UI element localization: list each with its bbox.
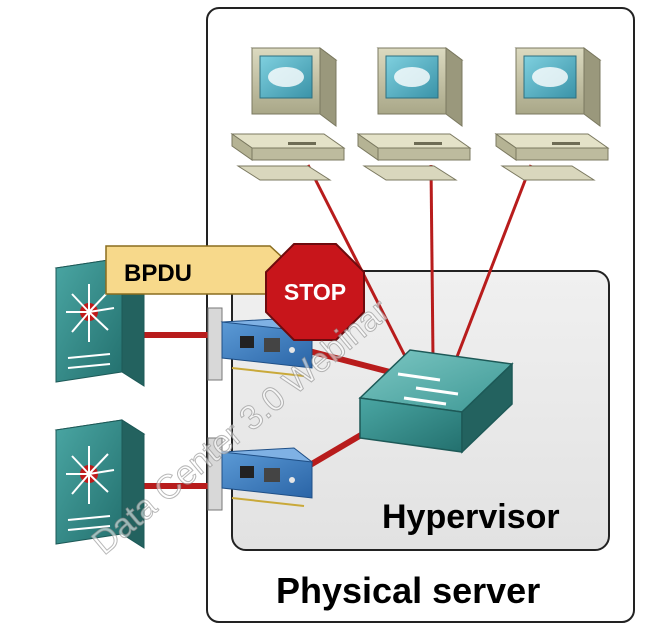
- bpdu-tag: BPDU: [105, 245, 298, 295]
- nic-card-icon-2: [207, 437, 314, 511]
- vm-links: [306, 164, 533, 363]
- physical-server-label: Physical server: [276, 570, 540, 611]
- pc-icon-2: [356, 47, 472, 181]
- stop-label: STOP: [284, 279, 346, 305]
- physical-switch-icon-2: [54, 419, 146, 549]
- stop-sign-icon: STOP: [265, 243, 365, 341]
- pc-icon-1: [230, 47, 346, 181]
- hypervisor-label: Hypervisor: [382, 498, 560, 536]
- pc-icon-3: [494, 47, 610, 181]
- virtual-switch-icon: [358, 349, 514, 454]
- bpdu-label: BPDU: [124, 260, 192, 287]
